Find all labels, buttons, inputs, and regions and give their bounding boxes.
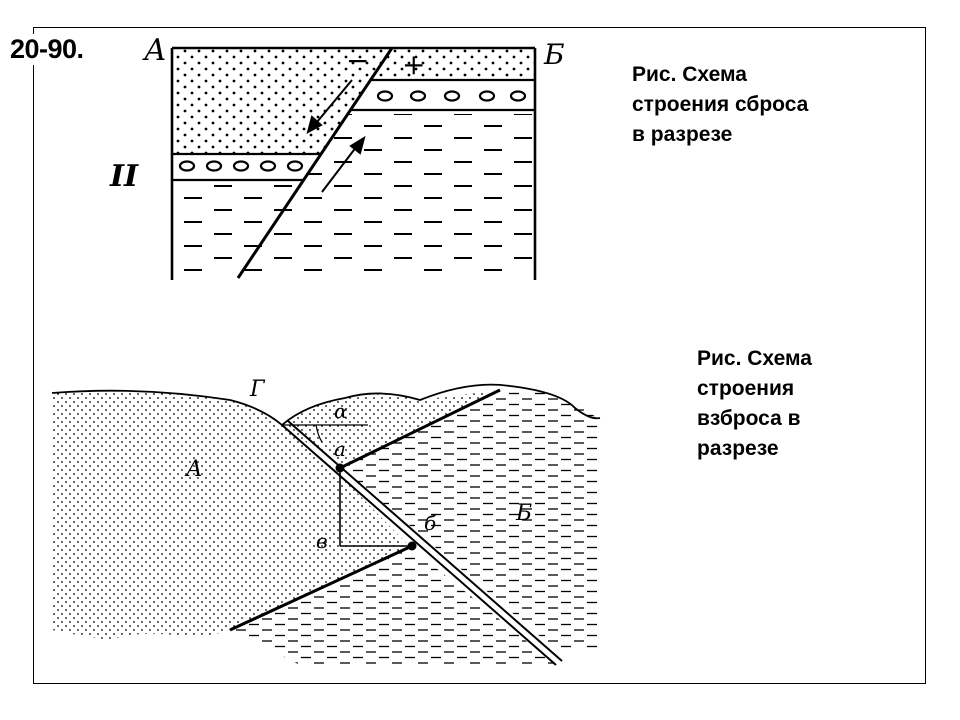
bottom-label-surface: Г (249, 377, 266, 402)
fault-plane-line2 (287, 420, 563, 662)
top-label-block-right: Б (543, 38, 565, 71)
bottom-label-angle: α (334, 399, 348, 423)
angle-arc (315, 424, 323, 443)
caption-normal-fault: Рис. Схема строения сброса в разрезе (632, 63, 809, 146)
caption-reverse-fault: Рис. Схема строения взброса в разрезе (697, 347, 812, 460)
ground-surface (51, 383, 601, 427)
normal-fault-diagram (170, 46, 537, 280)
top-label-minus: − (346, 44, 369, 77)
bottom-label-point-a: а (334, 437, 346, 461)
point-b-marker (407, 541, 417, 551)
upper-wedge-area (282, 390, 500, 468)
point-a-marker (335, 463, 345, 473)
top-label-layer-marker: II (109, 159, 139, 194)
bottom-label-point-b: б (424, 511, 437, 535)
fault-plane (236, 47, 394, 279)
diagram-labels: А Б II − + Г α а б в А Б (109, 33, 565, 553)
slide-frame (33, 27, 926, 684)
lower-dash-area (230, 547, 556, 665)
block-b-area (342, 389, 600, 650)
bottom-label-block-right: Б (515, 501, 532, 526)
fault-plane-line1 (281, 424, 557, 666)
bottom-label-block-left: А (184, 457, 203, 482)
upper-bed-boundary (339, 388, 501, 470)
top-label-block-left: А (142, 33, 167, 68)
slide-number: 20-90. (8, 34, 86, 65)
bottom-label-point-v: в (316, 529, 328, 553)
block-a-area (52, 390, 410, 640)
lower-bed-boundary (229, 544, 413, 632)
reverse-fault-diagram (51, 383, 601, 666)
motion-arrows (306, 79, 366, 193)
top-label-plus: + (402, 48, 425, 81)
